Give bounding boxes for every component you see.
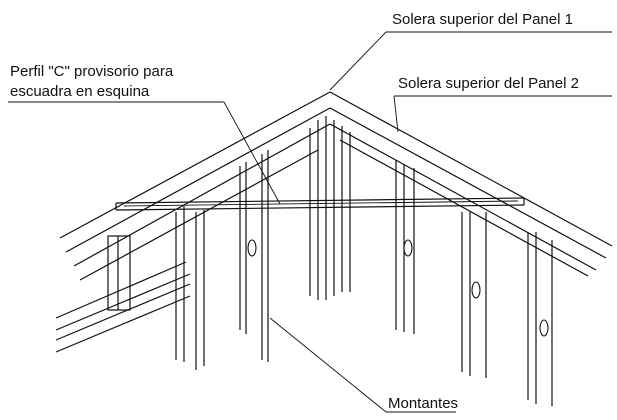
temporary-c-profile <box>115 197 525 211</box>
c-profile-label-line-2: escuadra en esquina <box>10 83 150 100</box>
panel-2-top-plate <box>329 91 613 277</box>
panel-1-top-plate <box>59 91 331 281</box>
panel-2-label: Solera superior del Panel 2 <box>398 75 579 92</box>
left-wall-framing <box>55 206 205 370</box>
studs-label: Montantes <box>388 395 458 412</box>
studs <box>239 150 553 406</box>
panel-1-label: Solera superior del Panel 1 <box>392 11 573 28</box>
stud-holes <box>247 239 549 337</box>
leader-lines <box>8 31 612 413</box>
c-profile-label-line-1: Perfil "C" provisorio para <box>10 63 174 80</box>
